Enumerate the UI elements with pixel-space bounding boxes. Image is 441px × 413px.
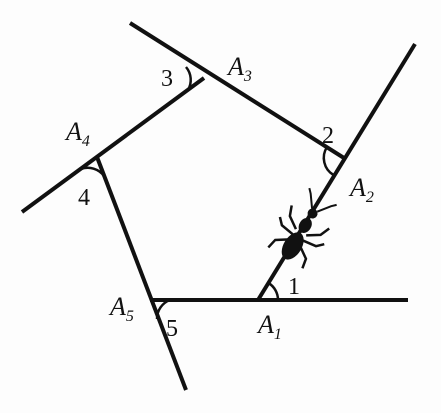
vertex-label-a4: A4 <box>64 117 90 150</box>
side-line-a3-a4 <box>20 76 206 214</box>
angle-label-3: 3 <box>161 66 173 92</box>
angle-arc-5 <box>155 298 171 320</box>
angle-arc-1 <box>267 281 280 301</box>
vertex-label-a1: A1 <box>256 310 282 343</box>
side-line-a2-a3 <box>128 21 346 160</box>
vertex-label-a3: A3 <box>226 52 252 85</box>
angle-label-2: 2 <box>322 123 334 149</box>
angle-label-5: 5 <box>166 316 178 342</box>
angle-arc-4 <box>80 166 106 177</box>
angle-label-1: 1 <box>288 274 300 300</box>
vertex-label-a2: A2 <box>348 173 374 206</box>
angle-arc-2 <box>322 146 335 177</box>
ant-icon <box>267 187 337 269</box>
vertex-label-a5: A5 <box>108 292 134 325</box>
angle-label-4: 4 <box>78 185 90 211</box>
angle-arc-3 <box>184 66 192 91</box>
side-line-a4-a5 <box>95 156 188 391</box>
